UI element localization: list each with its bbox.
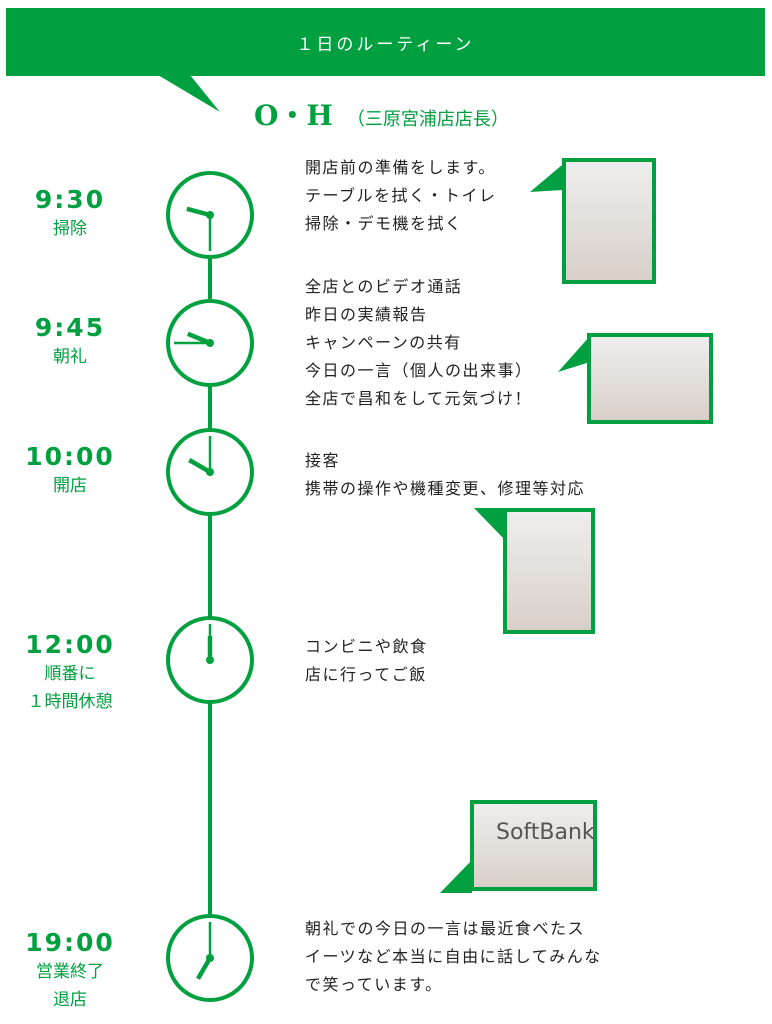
time-text: 10:00 bbox=[25, 442, 115, 471]
time-label: 掃除 bbox=[53, 219, 87, 239]
activity-description: 開店前の準備をします。テーブルを拭く・トイレ掃除・デモ機を拭く bbox=[305, 154, 497, 238]
time-block: 9:45 朝礼 bbox=[0, 313, 140, 371]
speech-tail bbox=[158, 75, 220, 112]
clock-icon bbox=[166, 299, 254, 387]
hour-hand bbox=[196, 956, 212, 980]
activity-description: 朝礼での今日の一言は最近食べたスイーツなど本当に自由に話してみんなで笑っています… bbox=[305, 915, 602, 999]
activity-description: 全店とのビデオ通話昨日の実績報告キャンペーンの共有今日の一言（個人の出来事） 全店… bbox=[305, 273, 533, 413]
time-text: 12:00 bbox=[25, 630, 115, 659]
time-label: １時間休憩 bbox=[27, 692, 113, 712]
description-line: キャンペーンの共有 bbox=[305, 333, 462, 352]
softbank-logo: SoftBank bbox=[496, 820, 595, 845]
hour-hand bbox=[186, 331, 211, 346]
description-line: 今日の一言（個人の出来事） bbox=[305, 361, 533, 380]
description-line: イーツなど本当に自由に話してみんな bbox=[305, 947, 602, 966]
description-line: 携帯の操作や機種変更、修理等対応 bbox=[305, 479, 586, 498]
clock-icon bbox=[166, 616, 254, 704]
hour-hand bbox=[186, 206, 211, 218]
time-block: 19:00 営業終了退店 bbox=[0, 928, 140, 1014]
clock-icon bbox=[166, 914, 254, 1002]
photo-customer-service bbox=[503, 508, 595, 634]
time-label: 営業終了 bbox=[36, 962, 104, 982]
time-label: 順番に bbox=[44, 664, 96, 684]
photo-morning-meeting bbox=[587, 333, 713, 424]
photo-cleaning bbox=[562, 158, 656, 284]
time-text: 19:00 bbox=[25, 928, 115, 957]
description-line: 店に行ってご飯 bbox=[305, 665, 427, 684]
description-line: 全店で昌和をして元気づけ！ bbox=[305, 389, 533, 408]
header-title: １日のルーティーン bbox=[296, 34, 475, 55]
time-label: 開店 bbox=[53, 476, 87, 496]
clock-icon bbox=[166, 171, 254, 259]
description-line: テーブルを拭く・トイレ bbox=[305, 186, 497, 205]
person-initials: O・H bbox=[254, 99, 333, 132]
description-line: 全店とのビデオ通話 bbox=[305, 277, 463, 296]
time-block: 10:00 開店 bbox=[0, 442, 140, 500]
time-block: 9:30 掃除 bbox=[0, 185, 140, 243]
description-line: 開店前の準備をします。 bbox=[305, 158, 496, 177]
clock-icon bbox=[166, 428, 254, 516]
time-block: 12:00 順番に １時間休憩 bbox=[0, 630, 140, 716]
time-text: 9:45 bbox=[34, 313, 106, 342]
time-text: 9:30 bbox=[34, 185, 106, 214]
description-line: で笑っています。 bbox=[305, 975, 443, 994]
time-label: 退店 bbox=[53, 990, 87, 1010]
description-line: 接客 bbox=[305, 451, 341, 470]
person-name: O・H （三原宮浦店店長） bbox=[254, 94, 509, 134]
activity-description: 接客携帯の操作や機種変更、修理等対応 bbox=[305, 447, 585, 503]
photo-softbank-team: SoftBank bbox=[470, 800, 597, 891]
description-line: 朝礼での今日の一言は最近食べたス bbox=[305, 919, 586, 938]
activity-description: コンビニや飲食店に行ってご飯 bbox=[305, 633, 428, 689]
time-label: 朝礼 bbox=[53, 347, 87, 367]
person-role: （三原宮浦店店長） bbox=[346, 109, 509, 130]
description-line: 昨日の実績報告 bbox=[305, 305, 428, 324]
description-line: 掃除・デモ機を拭く bbox=[305, 214, 463, 233]
header-banner: １日のルーティーン bbox=[6, 8, 765, 76]
description-line: コンビニや飲食 bbox=[305, 637, 428, 656]
